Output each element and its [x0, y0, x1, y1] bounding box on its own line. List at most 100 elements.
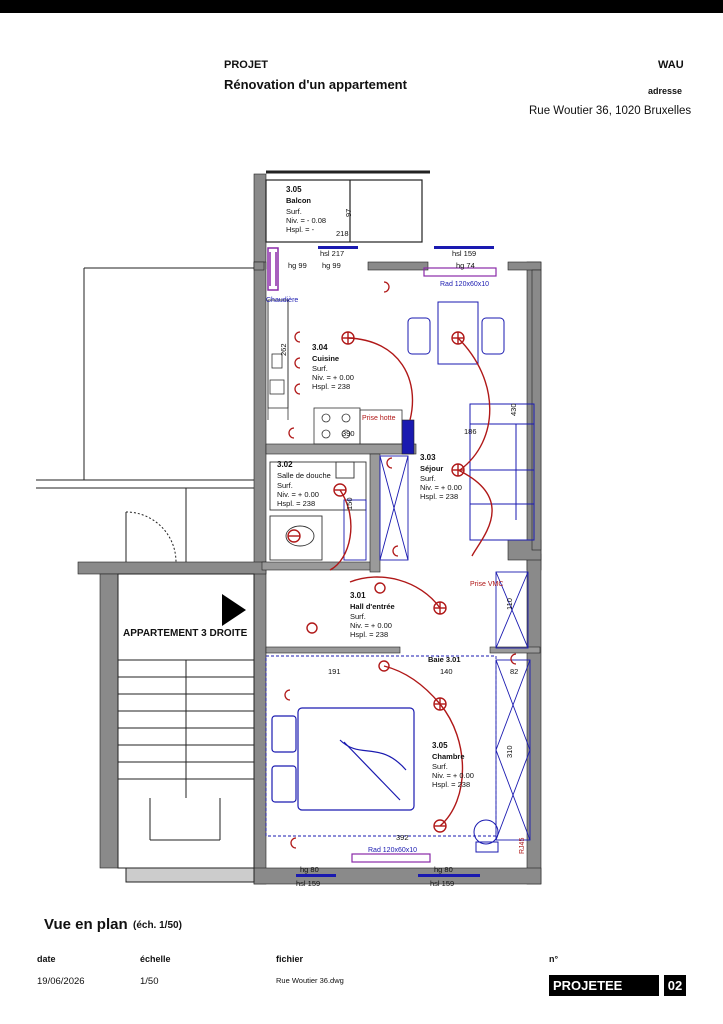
walls	[77, 173, 542, 885]
svg-text:RJ45: RJ45	[519, 838, 526, 854]
wall-sockets	[284, 281, 517, 849]
svg-text:Niv. = + 0.00: Niv. = + 0.00	[350, 621, 392, 630]
svg-text:Rad 120x60x10: Rad 120x60x10	[440, 281, 489, 288]
kitchen-fixtures	[267, 299, 403, 445]
status-badge: PROJETEE	[549, 975, 659, 996]
radiator-top	[423, 267, 497, 277]
svg-text:Hspl. = -: Hspl. = -	[286, 225, 315, 234]
stairwell	[117, 573, 255, 883]
svg-text:3.03: 3.03	[420, 453, 436, 462]
svg-text:Hall d'entrée: Hall d'entrée	[350, 602, 395, 611]
svg-text:hg 99: hg 99	[322, 261, 341, 270]
firm-name: WAU	[658, 59, 684, 71]
address-label: adresse	[648, 86, 683, 96]
wardrobes	[265, 455, 531, 841]
room-3-04-cuisine: 3.04 Cuisine Surf. Niv. = + 0.00 Hspl. =…	[312, 343, 354, 391]
entry-arrow-icon	[222, 594, 246, 626]
boiler	[267, 247, 279, 291]
svg-text:Hspl. = 238: Hspl. = 238	[312, 382, 350, 391]
svg-text:Séjour: Séjour	[420, 464, 443, 473]
bathroom-fixtures	[269, 461, 367, 561]
file-label: fichier	[276, 954, 304, 964]
balcony	[265, 170, 430, 243]
svg-text:Cuisine: Cuisine	[312, 354, 339, 363]
svg-text:218: 218	[336, 229, 349, 238]
svg-text:Surf.: Surf.	[312, 364, 328, 373]
room-3-05-balcon: 3.05 Balcon Surf. Niv. = - 0.08 Hspl. = …	[286, 185, 326, 234]
svg-text:186: 186	[464, 427, 477, 436]
scale-value: 1/50	[140, 976, 159, 987]
svg-text:hsl 159: hsl 159	[296, 879, 320, 888]
dimension-labels: 97 218 hsl 217 hg 99 hg 99 hsl 159 hg 74…	[279, 209, 518, 888]
window-markers	[296, 246, 494, 877]
svg-text:191: 191	[328, 667, 341, 676]
svg-text:3.05: 3.05	[286, 185, 302, 194]
svg-text:3.02: 3.02	[277, 460, 293, 469]
svg-text:82: 82	[510, 667, 518, 676]
room-3-02-salle-de-douche: 3.02 Salle de douche Surf. Niv. = + 0.00…	[277, 460, 331, 508]
svg-text:3.05: 3.05	[432, 741, 448, 750]
svg-text:Salle de douche: Salle de douche	[277, 471, 331, 480]
desk-chair	[473, 819, 499, 853]
svg-text:97: 97	[344, 209, 353, 217]
file-value: Rue Woutier 36.dwg	[276, 976, 344, 985]
date-label: date	[37, 954, 56, 964]
svg-text:Hspl. = 238: Hspl. = 238	[350, 630, 388, 639]
partitions	[261, 419, 541, 654]
electrical-points	[287, 331, 493, 833]
svg-text:hg 74: hg 74	[456, 261, 475, 270]
svg-text:Surf.: Surf.	[277, 481, 293, 490]
projet-label: PROJET	[224, 59, 269, 71]
plan-notes: Rad 120x60x10 Rad 120x60x10 Prise hotte …	[123, 281, 526, 854]
svg-text:392: 392	[396, 833, 409, 842]
svg-text:310: 310	[505, 745, 514, 758]
svg-text:Niv. = + 0.00: Niv. = + 0.00	[432, 771, 474, 780]
view-title: Vue en plan	[44, 916, 128, 933]
svg-text:262: 262	[279, 343, 288, 356]
svg-text:Niv. = + 0.00: Niv. = + 0.00	[420, 483, 462, 492]
room-3-05-chambre: 3.05 Chambre Surf. Niv. = + 0.00 Hspl. =…	[432, 741, 474, 789]
svg-text:hg 80: hg 80	[434, 865, 453, 874]
svg-text:Surf.: Surf.	[286, 207, 302, 216]
svg-text:Prise hotte: Prise hotte	[362, 415, 396, 422]
svg-text:hg 99: hg 99	[288, 261, 307, 270]
sheet-number: 02	[664, 975, 686, 996]
project-title: Rénovation d'un appartement	[224, 77, 407, 92]
adjacent-building	[36, 267, 254, 563]
date-value: 19/06/2026	[37, 976, 85, 987]
room-3-03-sejour: 3.03 Séjour Surf. Niv. = + 0.00 Hspl. = …	[420, 453, 462, 501]
room-3-01-hall: 3.01 Hall d'entrée Surf. Niv. = + 0.00 H…	[350, 591, 395, 639]
living-furniture	[407, 301, 535, 541]
svg-text:Niv. = - 0.08: Niv. = - 0.08	[286, 216, 326, 225]
svg-text:hsl 159: hsl 159	[452, 249, 476, 258]
scale-label: échelle	[140, 954, 171, 964]
svg-text:hg 80: hg 80	[300, 865, 319, 874]
bed	[271, 707, 415, 811]
svg-text:Chaudière: Chaudière	[266, 297, 298, 304]
svg-text:430: 430	[509, 403, 518, 416]
svg-text:Rad 120x60x10: Rad 120x60x10	[368, 847, 417, 854]
svg-text:Hspl. = 238: Hspl. = 238	[277, 499, 315, 508]
svg-text:Chambre: Chambre	[432, 752, 465, 761]
svg-text:150: 150	[345, 497, 354, 510]
radiator-bottom	[351, 853, 431, 863]
svg-text:Hspl. = 238: Hspl. = 238	[420, 492, 458, 501]
svg-text:110: 110	[505, 598, 514, 610]
number-label: n°	[549, 954, 559, 964]
scale-note: (éch. 1/50)	[133, 920, 182, 931]
svg-text:hsl 217: hsl 217	[320, 249, 344, 258]
svg-text:Prise VMC: Prise VMC	[470, 581, 503, 588]
apartment-label: APPARTEMENT 3 DROITE	[123, 628, 248, 639]
top-border	[0, 0, 723, 13]
svg-text:Niv. = + 0.00: Niv. = + 0.00	[277, 490, 319, 499]
svg-text:hsl 159: hsl 159	[430, 879, 454, 888]
address: Rue Woutier 36, 1020 Bruxelles	[529, 105, 692, 117]
svg-text:Surf.: Surf.	[432, 762, 448, 771]
svg-text:Niv. = + 0.00: Niv. = + 0.00	[312, 373, 354, 382]
svg-text:140: 140	[440, 667, 453, 676]
svg-text:Surf.: Surf.	[420, 474, 436, 483]
svg-text:Hspl. = 238: Hspl. = 238	[432, 780, 470, 789]
svg-text:390: 390	[342, 429, 355, 438]
svg-text:Balcon: Balcon	[286, 196, 311, 205]
